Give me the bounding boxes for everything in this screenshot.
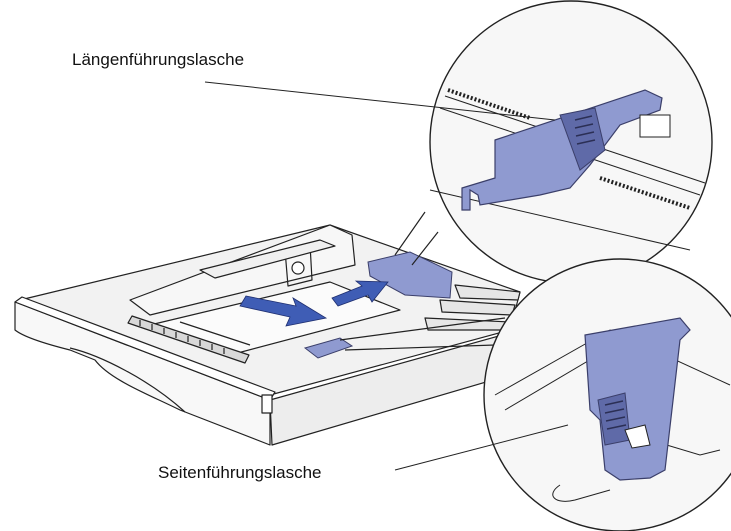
paper-tray: [14, 224, 521, 446]
width-guide-tab[interactable]: [303, 337, 354, 359]
width-guide-tab-label: Seitenführungslasche: [158, 463, 322, 482]
slide-arrow-icon: [239, 295, 328, 327]
width-guide-zoom: [339, 258, 731, 531]
slide-arrow-icon: [331, 280, 389, 307]
length-guide-leader-line: [204, 81, 556, 121]
length-guide-tab-label: Längenführungslasche: [72, 50, 245, 69]
length-guide-zoom: [394, 0, 713, 284]
length-guide-tab[interactable]: [367, 251, 453, 299]
width-guide-leader-line: [394, 424, 569, 471]
